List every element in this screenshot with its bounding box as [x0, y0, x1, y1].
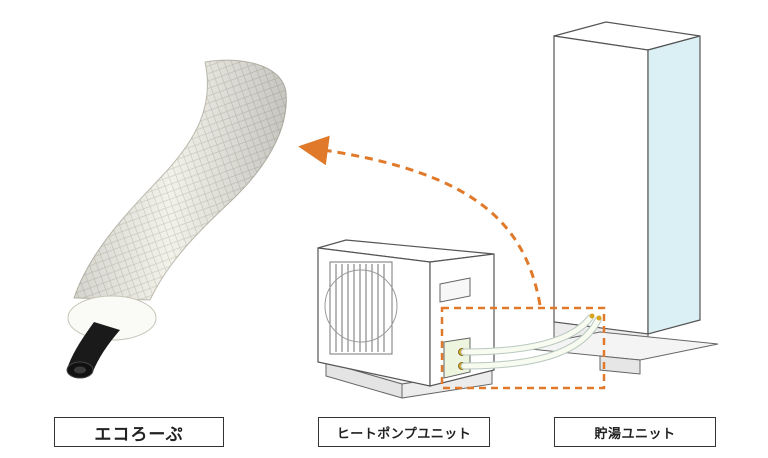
hp-service-panel: [443, 337, 471, 379]
label-heat-pump-unit: ヒートポンプユニット: [318, 417, 490, 447]
insulated-pipe-illustration: [66, 59, 287, 379]
flow-arrow: [298, 135, 542, 306]
label-hot-water-tank-unit-text: 貯湯ユニット: [594, 426, 676, 442]
label-eco-rope-text: エコろーぷ: [94, 424, 184, 445]
tank-side: [647, 35, 701, 335]
label-hot-water-tank-unit: 貯湯ユニット: [554, 417, 716, 447]
hp-handle: [439, 277, 471, 303]
heat-pump-unit: [317, 239, 495, 399]
hp-front: [317, 247, 431, 387]
hp-fan-grille: [324, 261, 398, 355]
label-heat-pump-unit-text: ヒートポンプユニット: [336, 426, 472, 442]
connecting-pipes: [460, 313, 602, 370]
tank-front: [553, 35, 649, 335]
highlight-box: [440, 306, 606, 390]
inner-black-pipe: [68, 322, 120, 374]
hot-water-tank-unit: [519, 21, 719, 375]
label-eco-rope: エコろーぷ: [54, 417, 224, 447]
